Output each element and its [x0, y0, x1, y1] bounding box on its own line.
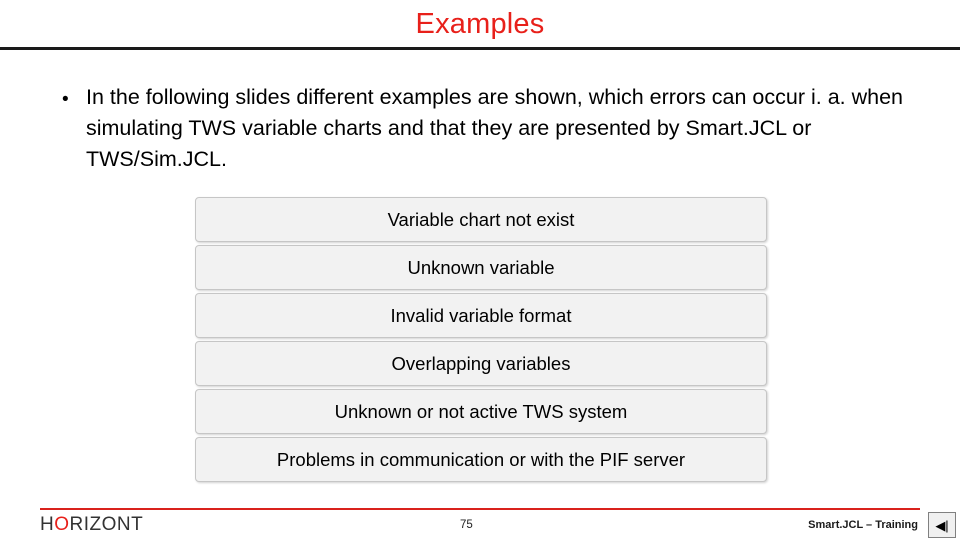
list-item[interactable]: Unknown variable [195, 245, 767, 290]
list-item[interactable]: Invalid variable format [195, 293, 767, 338]
list-item[interactable]: Variable chart not exist [195, 197, 767, 242]
title-divider [0, 47, 960, 50]
bullet-marker: • [62, 89, 69, 110]
footer-course-label: Smart.JCL – Training [808, 519, 918, 531]
list-item[interactable]: Overlapping variables [195, 341, 767, 386]
previous-slide-button[interactable]: ◀| [928, 512, 956, 538]
topic-box-list: Variable chart not exist Unknown variabl… [195, 197, 767, 485]
logo-accent-letter: O [54, 514, 70, 535]
logo-prefix: H [40, 514, 55, 535]
list-item[interactable]: Unknown or not active TWS system [195, 389, 767, 434]
page-title: Examples [415, 8, 545, 40]
bullet-text: In the following slides different exampl… [86, 85, 904, 171]
list-item[interactable]: Problems in communication or with the PI… [195, 437, 767, 482]
logo-suffix: RIZONT [69, 514, 144, 535]
rewind-icon: ◀| [935, 517, 949, 533]
page-number: 75 [460, 519, 473, 531]
footer-divider [40, 508, 920, 510]
bullet-paragraph: • In the following slides different exam… [62, 82, 907, 175]
horizont-logo: HORIZONT [40, 514, 143, 536]
